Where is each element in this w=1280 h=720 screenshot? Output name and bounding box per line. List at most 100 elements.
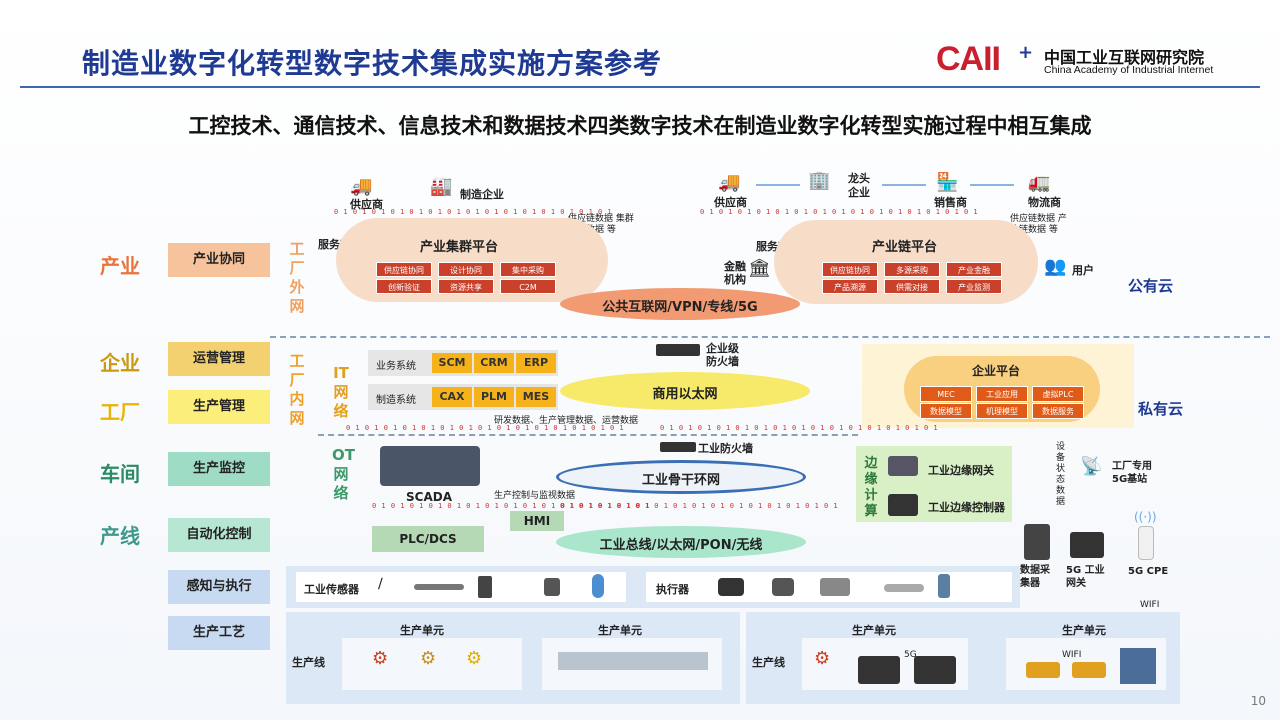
binary-stream-it-ot-right: 0 1 0 1 0 1 0 1 0 1 0 1 0 1 0 1 0 1 0 1 … (660, 424, 939, 432)
page-number: 10 (1250, 694, 1266, 708)
cluster-cell-innovation: 创新验证 (376, 279, 432, 294)
system-crm: CRM (474, 353, 514, 373)
level-box-sense-actuate: 感知与执行 (168, 570, 270, 604)
chain-cell-multi-source: 多源采购 (884, 262, 940, 277)
caii-logo: CAII (936, 40, 1001, 78)
level-box-automation: 自动化控制 (168, 518, 270, 552)
probe-sensor-icon: ∕ (378, 576, 383, 592)
data-collector-icon (1024, 524, 1050, 560)
chain-cell-monitoring: 产业监测 (946, 279, 1002, 294)
enterprise-ethernet-label: 商用以太网 (652, 387, 718, 402)
camera-sensor-icon (544, 578, 560, 596)
pressure-sensor-icon (478, 576, 492, 598)
chain-cell-finance: 产业金融 (946, 262, 1002, 277)
cylinder-icon (884, 584, 924, 592)
cnc-machine-icon (914, 656, 956, 684)
platform-cell-mec: MEC (920, 386, 972, 402)
edge-computing-area (856, 446, 1012, 522)
left-manufacturer-label: 制造企业 (460, 188, 504, 201)
5g-cpe-icon (1138, 526, 1154, 560)
title-divider (20, 86, 1260, 88)
agv-icon (1026, 662, 1060, 678)
zone-factory-inside: 工厂内网 (289, 352, 305, 427)
industry-chain-platform-title: 产业链平台 (872, 240, 938, 255)
5g-gateway-icon (1070, 532, 1104, 558)
building-icon: 🏢 (808, 170, 831, 191)
plc-dcs-box: PLC/DCS (372, 526, 484, 552)
cluster-cell-supply-chain: 供应链协同 (376, 262, 432, 277)
level-box-production-mgmt: 生产管理 (168, 390, 270, 424)
fieldbus-ellipse (556, 526, 806, 558)
flow-sensor-icon (592, 574, 604, 598)
truck-icon: 🚚 (350, 176, 373, 197)
divider-public-private (270, 336, 1270, 338)
conveyor-icon (558, 652, 708, 670)
level-box-process: 生产工艺 (168, 616, 270, 650)
production-line-label-left: 生产线 (292, 656, 325, 669)
robot-arms-unit (342, 638, 522, 690)
cluster-cell-c2m: C2M (500, 279, 556, 294)
production-line-label-right: 生产线 (752, 656, 785, 669)
industrial-firewall-label: 工业防火墙 (698, 442, 753, 455)
enterprise-firewall-icon (656, 344, 700, 356)
platform-cell-data-service: 数据服务 (1032, 403, 1084, 419)
level-workshop: 车间 (100, 462, 140, 486)
edge-computing-label: 边缘计算 (864, 456, 878, 519)
5g-tag: 5G (904, 650, 917, 660)
servo-motor-icon (718, 578, 744, 596)
truck-icon: 🚛 (1028, 172, 1051, 193)
platform-cell-industrial-app: 工业应用 (976, 386, 1028, 402)
data-collector-label: 数据采集器 (1020, 565, 1050, 589)
production-unit-label-3: 生产单元 (852, 624, 896, 637)
wifi-label: WIFI (1140, 600, 1160, 610)
robot-arm-icon: ⚙ (466, 648, 483, 669)
level-production-line: 产线 (100, 524, 140, 548)
level-box-production-monitor: 生产监控 (168, 452, 270, 486)
private-cloud-label: 私有云 (1138, 400, 1184, 418)
flow-arrow-3 (970, 184, 1014, 186)
public-network-label: 公共互联网/VPN/专线/5G (602, 300, 758, 315)
level-enterprise: 企业 (100, 351, 140, 375)
binary-stream-it-ot: 0 1 0 1 0 1 0 1 0 1 0 1 0 1 0 1 0 1 0 1 … (346, 424, 625, 432)
system-cax: CAX (432, 387, 472, 407)
public-cloud-label: 公有云 (1128, 277, 1174, 295)
scada-console-icon (380, 446, 480, 486)
robot-arm-icon: ⚙ (372, 648, 389, 669)
edge-gateway-label: 工业边缘网关 (928, 464, 994, 477)
chain-cell-matching: 供需对接 (884, 279, 940, 294)
sensor-label: 工业传感器 (304, 583, 359, 596)
edge-controller-label: 工业边缘控制器 (928, 501, 1005, 514)
gear-motor-icon (820, 578, 850, 596)
edge-gateway-icon (888, 456, 918, 476)
edge-controller-icon (888, 494, 918, 516)
production-unit-label-2: 生产单元 (598, 624, 642, 637)
cluster-cell-procurement: 集中采购 (500, 262, 556, 277)
rod-sensor-icon (414, 584, 464, 590)
5g-cpe-label: 5G CPE (1128, 566, 1169, 577)
wifi-signal-icon: ((·)) (1134, 510, 1157, 524)
zone-factory-outside: 工厂外网 (289, 240, 305, 315)
institute-name-en: China Academy of Industrial Internet (1044, 64, 1214, 76)
factory-icon: 🏭 (430, 176, 453, 197)
store-icon: 🏪 (936, 172, 959, 193)
robot-arm-icon: ⚙ (420, 648, 437, 669)
warehouse-rack-icon (1120, 648, 1156, 684)
enterprise-firewall-label: 企业级防火墙 (706, 342, 739, 368)
valve-icon (938, 574, 950, 598)
antenna-icon: 📡 (1080, 456, 1103, 477)
right-flow-note: 供应链数据 产业链数据 等 (1010, 214, 1067, 235)
cnc-machine-icon (858, 656, 900, 684)
bank-icon: 🏛 (748, 258, 771, 279)
right-supplier-label: 供应商 (714, 196, 747, 209)
level-box-industry-collab: 产业协同 (168, 243, 270, 277)
system-erp: ERP (516, 353, 556, 373)
enterprise-platform-title: 企业平台 (972, 364, 1021, 378)
zone-ot-network: OT网络 (332, 446, 355, 502)
fieldbus-label: 工业总线/以太网/PON/无线 (599, 538, 763, 553)
public-network-ellipse (560, 288, 800, 320)
page-title: 制造业数字化转型数字技术集成实施方案参考 (82, 47, 663, 80)
logistics-label: 物流商 (1028, 196, 1061, 209)
system-mes: MES (516, 387, 556, 407)
industrial-firewall-icon (660, 442, 696, 452)
user-label: 用户 (1072, 264, 1094, 277)
